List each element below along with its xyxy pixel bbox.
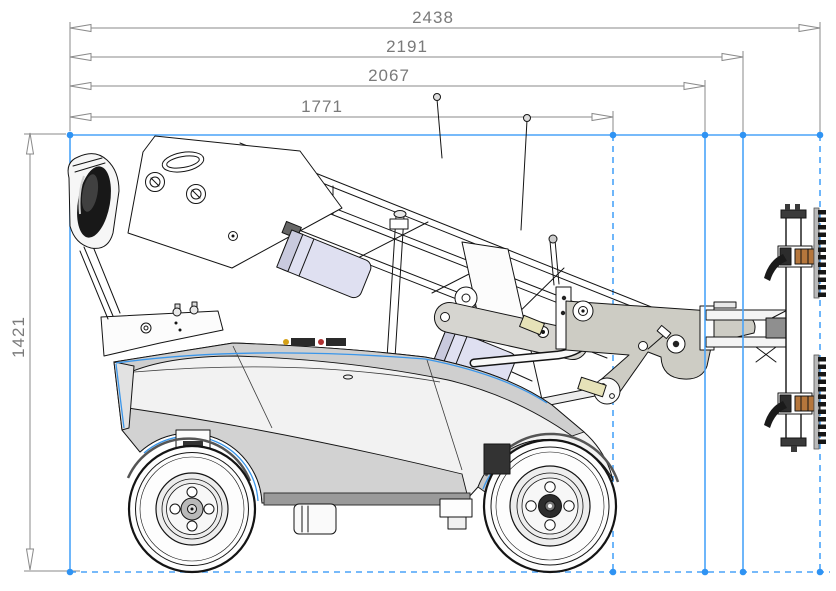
dim-horizontal-2438: 2438 <box>69 8 821 33</box>
dimension-annotations: 2438 2191 2067 1771 1421 <box>9 8 821 572</box>
dim-label-1421: 1421 <box>9 316 28 358</box>
lift-actuator-upper <box>276 220 372 299</box>
dim-label-1771: 1771 <box>301 97 343 116</box>
arrowhead-left <box>69 81 92 91</box>
control-button-block <box>326 338 346 346</box>
link-bushing <box>519 314 545 336</box>
front-wheel <box>482 432 620 574</box>
frame-mount-block <box>765 317 787 339</box>
reference-endpoint-dots <box>66 131 824 576</box>
dim-horizontal-2067: 2067 <box>69 66 706 91</box>
arrowhead-left <box>69 52 92 62</box>
suction-pads <box>813 207 826 450</box>
dim-horizontal-2191: 2191 <box>69 37 744 62</box>
body-trim-top <box>115 352 548 404</box>
pad-clamp-upper <box>764 244 821 281</box>
arrowhead-right <box>591 112 614 122</box>
arrowhead-up <box>25 132 35 155</box>
pad-frame <box>764 204 821 452</box>
body-trim-rear-arch <box>143 435 259 502</box>
pad-clamp-lower <box>764 391 821 428</box>
actuator-rod <box>511 371 533 382</box>
machine-side-view <box>67 93 821 574</box>
arrowhead-right <box>683 81 706 91</box>
brake-caliper <box>483 443 511 475</box>
link-bushing <box>577 376 607 398</box>
arrowhead-left <box>69 23 92 33</box>
boom-pins <box>433 93 560 286</box>
dim-horizontal-1771: 1771 <box>69 97 614 122</box>
underbody <box>175 429 473 535</box>
dim-label-2191: 2191 <box>386 37 428 56</box>
console-bracket-plate <box>100 310 224 357</box>
arrowhead-right <box>798 23 821 33</box>
top-surface <box>113 342 585 437</box>
roller-box <box>293 503 337 535</box>
operator-console <box>67 153 224 357</box>
control-button-block <box>291 338 315 346</box>
rear-cap <box>113 361 135 431</box>
dim-label-2438: 2438 <box>412 8 454 27</box>
clamp-lever <box>764 401 787 428</box>
arrowhead-left <box>69 112 92 122</box>
rear-wheel <box>126 437 257 574</box>
reference-lines-over <box>704 135 821 572</box>
arrowhead-right <box>721 52 744 62</box>
front-support <box>439 498 473 518</box>
dim-label-2067: 2067 <box>368 66 410 85</box>
arrowhead-down <box>25 548 35 571</box>
clamp-lever <box>764 254 787 281</box>
handle-slot <box>161 151 205 173</box>
